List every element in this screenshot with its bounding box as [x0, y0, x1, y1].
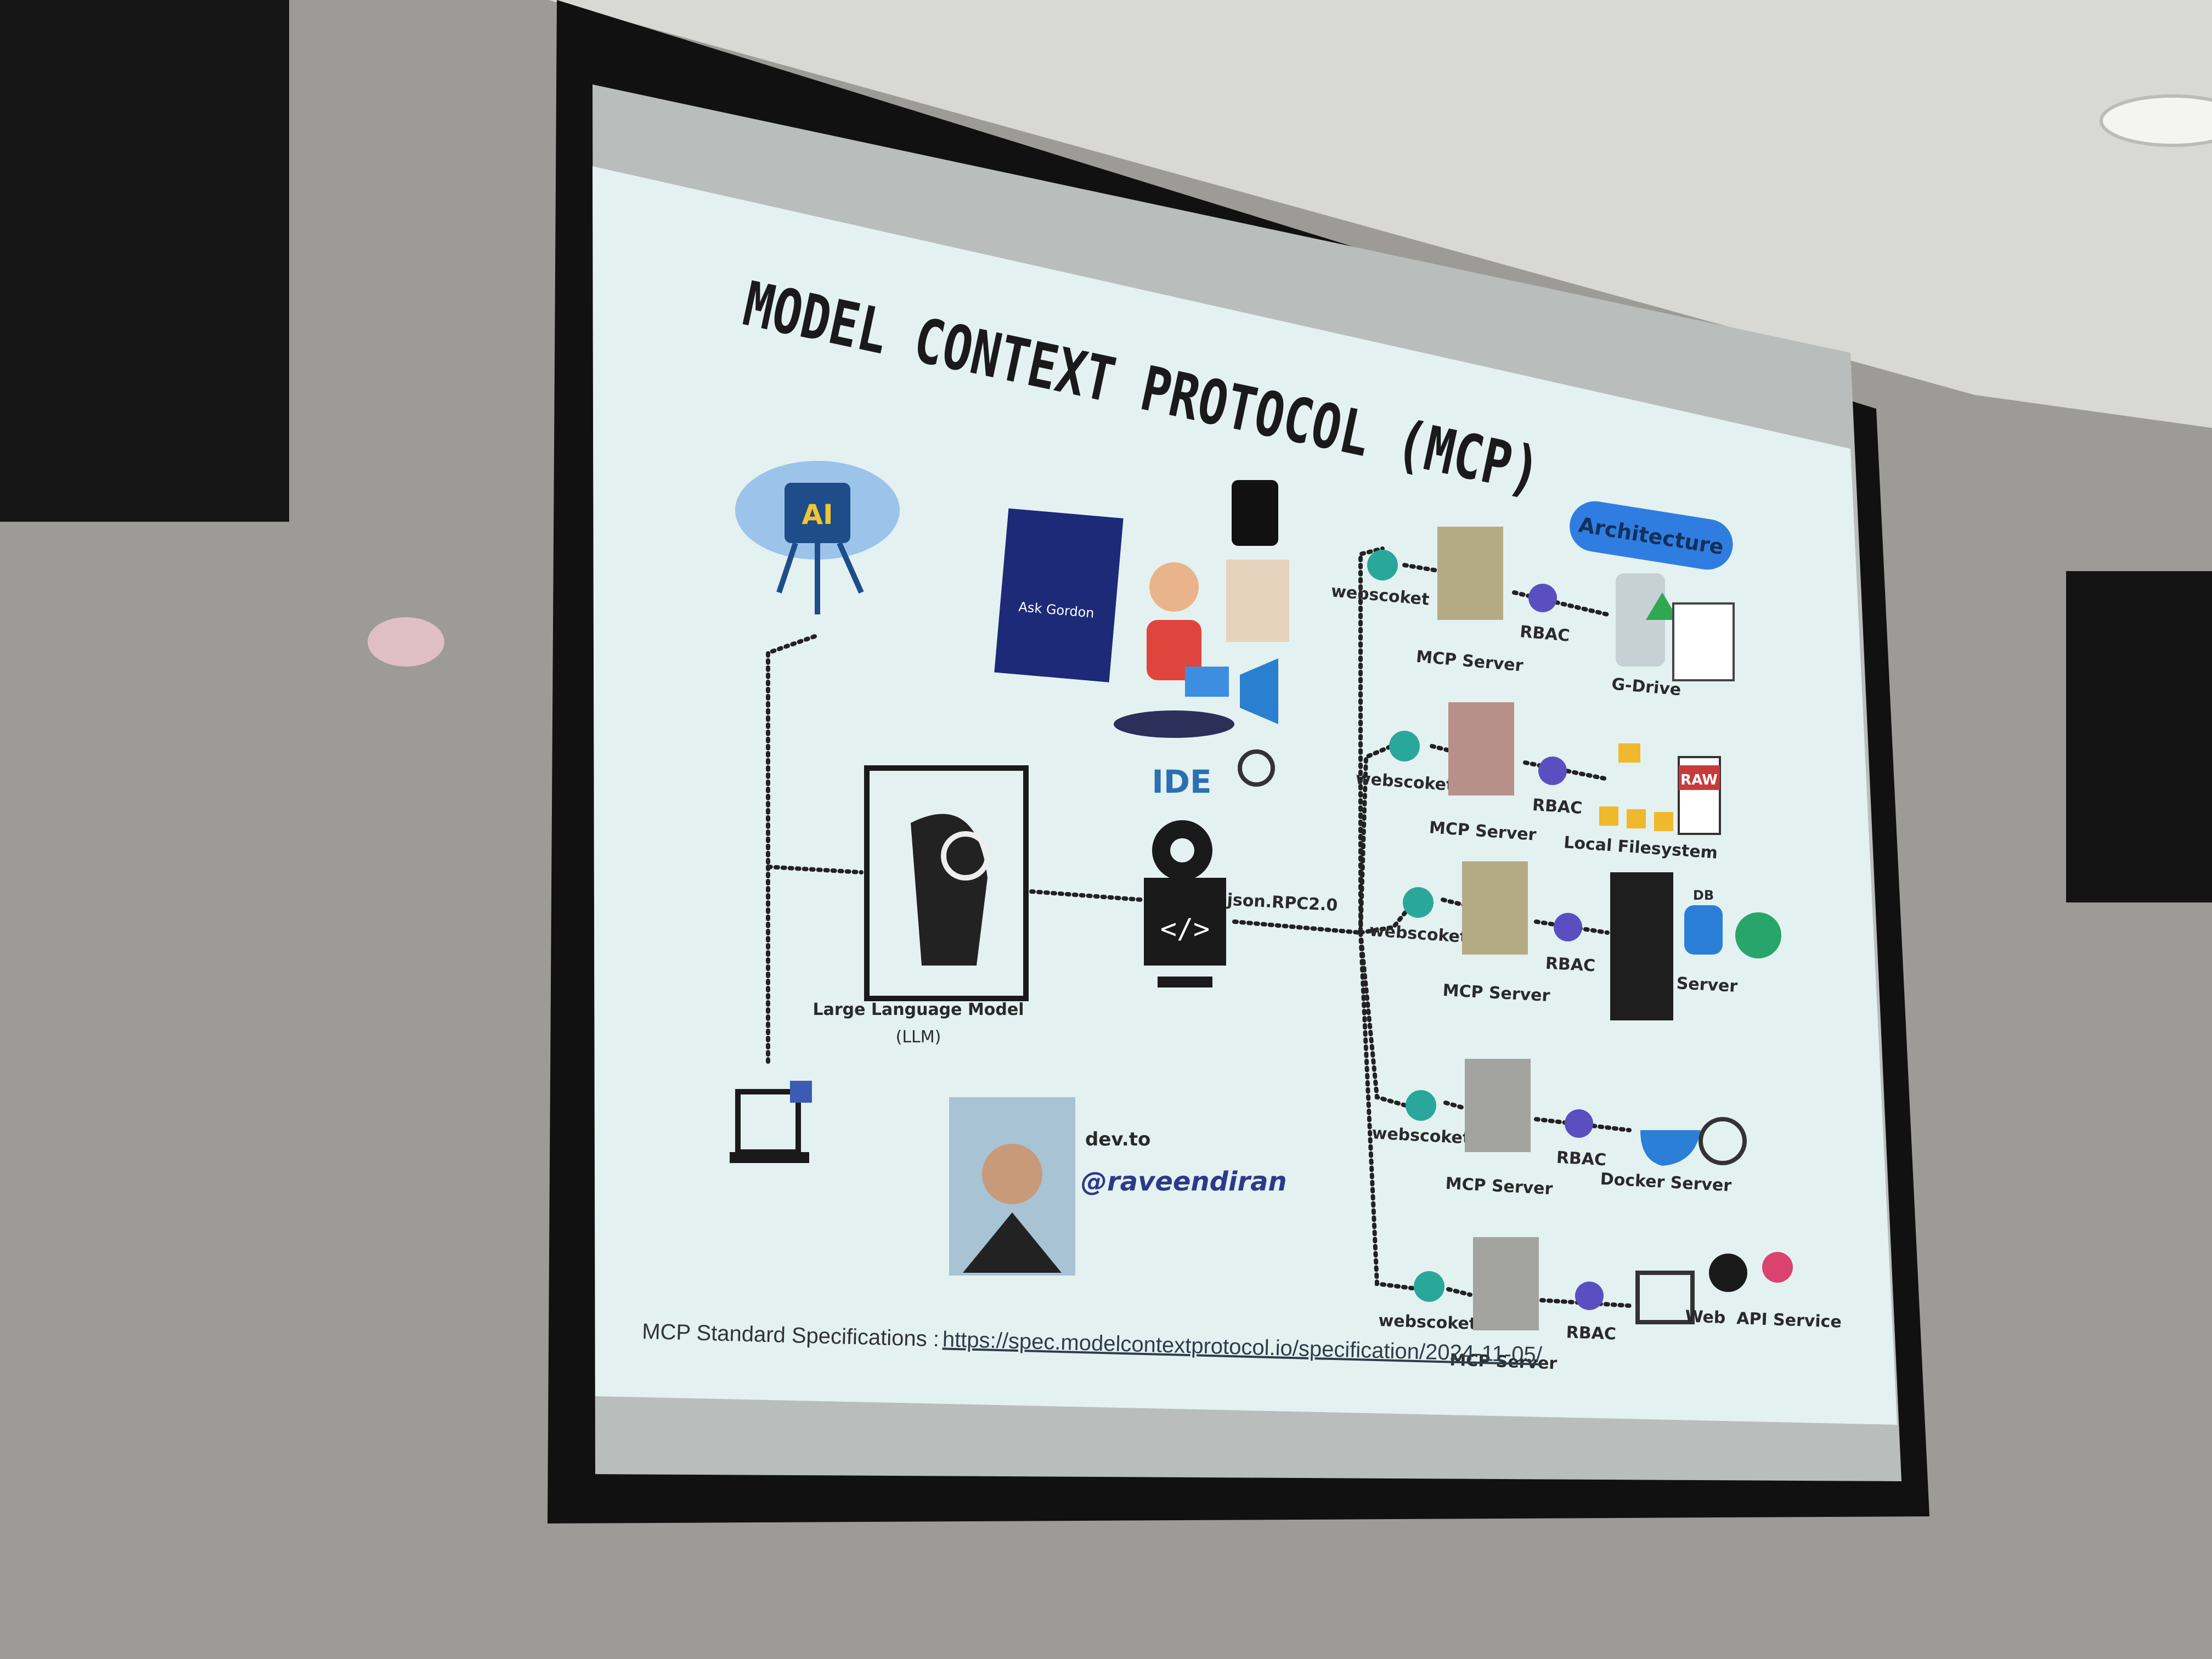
mcp-server-icon — [1437, 527, 1503, 620]
rbac-lock-icon — [1565, 1109, 1593, 1138]
ide-label: IDE — [1152, 763, 1211, 800]
rbac-label: RBAC — [1532, 795, 1583, 818]
connector-row1 — [1232, 546, 1385, 935]
rbac-lock-icon — [1528, 584, 1557, 612]
slide — [592, 166, 1897, 1425]
github-icon — [1709, 1254, 1747, 1292]
raw-file-icon: RAW — [1678, 756, 1721, 835]
author-handle[interactable]: @raveendiran — [1081, 1166, 1287, 1197]
folder-tree-icon — [1599, 743, 1673, 831]
svg-text:AI: AI — [802, 499, 833, 531]
mcp-server-icon — [1448, 702, 1514, 795]
llm-label: Large Language Model — [812, 1000, 1024, 1019]
mcp-server-label: MCP Server — [1449, 1351, 1558, 1374]
mcp-server-icon — [1465, 1059, 1531, 1152]
gmail-icon — [1672, 602, 1735, 681]
ceiling — [549, 0, 2212, 428]
websocket-lock-icon — [1367, 550, 1398, 580]
light-reflection — [368, 617, 444, 667]
developer-laptop-icon — [1114, 562, 1234, 738]
web-label: Web — [1685, 1307, 1726, 1328]
network-globe-icon — [1735, 912, 1781, 958]
cursor-icon — [1238, 749, 1275, 787]
db-label: DB — [1693, 888, 1714, 903]
websocket-lock-icon — [1403, 887, 1434, 918]
connector-ai-llm — [766, 634, 864, 874]
claude-app-icon — [1226, 560, 1289, 642]
rbac-lock-icon — [1538, 757, 1567, 785]
svg-text:</>: </> — [1160, 913, 1210, 945]
author-avatar — [949, 1097, 1075, 1276]
left-speaker — [0, 0, 289, 522]
api-service-label: API Service — [1736, 1309, 1842, 1332]
rbac-label: RBAC — [1566, 1323, 1616, 1344]
ask-gordon-card: Ask Gordon — [994, 508, 1124, 682]
g-drive-icon — [1616, 573, 1665, 667]
rbac-lock-icon — [1554, 913, 1582, 941]
mcp-row-5: webscoket MCP Server RBAC Web API Servic… — [1378, 1237, 1842, 1373]
server-rack-icon — [1610, 872, 1673, 1020]
architecture-badge: Architecture — [1570, 501, 1733, 570]
connector-row4 — [1358, 930, 1418, 1110]
web-service-computer-icon — [1635, 1271, 1695, 1324]
vscode-icon — [1240, 658, 1278, 724]
mcp-host-computer-icon: </> — [1144, 820, 1226, 988]
websocket-lock-icon — [1414, 1271, 1444, 1302]
rbac-label: RBAC — [1556, 1148, 1607, 1170]
connector-row5 — [1358, 930, 1423, 1291]
websocket-lock-icon — [1406, 1090, 1436, 1121]
right-speaker — [2066, 571, 2212, 902]
rbac-label: RBAC — [1545, 954, 1596, 976]
llm-brain-icon — [864, 765, 1029, 1001]
websocket-label: webscoket — [1378, 1311, 1477, 1334]
kubernetes-icon — [1699, 1117, 1747, 1165]
slack-icon — [1762, 1252, 1793, 1283]
mcp-server-icon — [1462, 861, 1528, 955]
llm-sub-label: (LLM) — [896, 1028, 941, 1047]
terminal-icon — [1232, 480, 1278, 546]
rbac-lock-icon — [1575, 1282, 1604, 1310]
database-icon — [1684, 905, 1723, 955]
ceiling-light-icon — [2100, 94, 2212, 147]
svg-text:RAW: RAW — [1680, 772, 1718, 788]
author-site: dev.to — [1085, 1128, 1150, 1150]
connector-llm-host — [1029, 889, 1143, 902]
server-label: Server — [1676, 974, 1738, 996]
mcp-row-3: webscoket MCP Server RBAC DB Server — [1369, 861, 1781, 1020]
rbac-label: RBAC — [1519, 622, 1571, 646]
websocket-lock-icon — [1389, 731, 1420, 761]
mcp-server-icon — [1473, 1237, 1539, 1330]
ai-cloud-chip-icon: AI — [735, 461, 900, 614]
client-laptop-icon — [730, 1081, 812, 1163]
docker-icon — [1640, 1130, 1701, 1166]
